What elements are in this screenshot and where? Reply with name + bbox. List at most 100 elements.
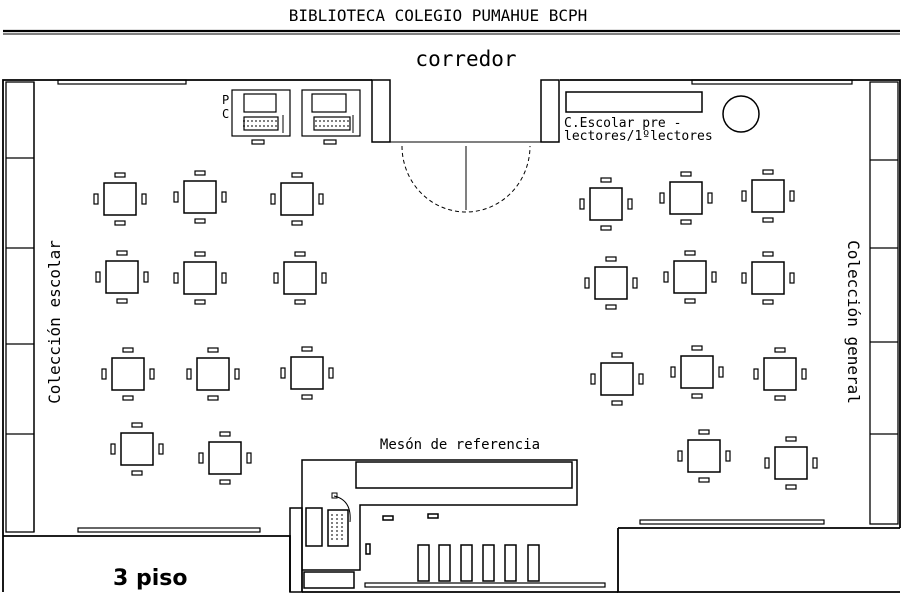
floor-label: 3 piso bbox=[113, 566, 187, 591]
table-top bbox=[290, 356, 324, 390]
chair bbox=[579, 198, 585, 210]
chair bbox=[301, 346, 313, 352]
chair bbox=[718, 366, 724, 378]
chair bbox=[328, 367, 334, 379]
chair bbox=[707, 192, 713, 204]
shelf-left bbox=[5, 81, 35, 533]
chair bbox=[149, 368, 155, 380]
chair bbox=[762, 251, 774, 257]
chair bbox=[173, 191, 179, 203]
chair bbox=[131, 470, 143, 476]
computer-2 bbox=[301, 89, 361, 145]
chair bbox=[789, 190, 795, 202]
pre-readers-label-2: lectores/1ºlectores bbox=[564, 129, 713, 144]
chair bbox=[122, 347, 134, 353]
pc-label: P bbox=[222, 93, 229, 107]
table-top bbox=[196, 357, 230, 391]
chair bbox=[725, 450, 731, 462]
window-bottom-left bbox=[77, 527, 261, 533]
table-top bbox=[763, 357, 797, 391]
table-top bbox=[774, 446, 808, 480]
chair bbox=[114, 172, 126, 178]
table-top bbox=[594, 266, 628, 300]
study-table bbox=[663, 250, 717, 304]
chair bbox=[198, 452, 204, 464]
study-table bbox=[273, 251, 327, 305]
chair bbox=[680, 219, 692, 225]
table-top bbox=[183, 261, 217, 295]
general-collection-label: Colección general bbox=[844, 240, 863, 404]
chair bbox=[698, 477, 710, 483]
school-collection-label: Colección escolar bbox=[45, 240, 64, 404]
window-bottom-right bbox=[639, 519, 825, 525]
table-top bbox=[589, 187, 623, 221]
chair bbox=[318, 193, 324, 205]
chair bbox=[246, 452, 252, 464]
table-top bbox=[600, 362, 634, 396]
table-top bbox=[751, 261, 785, 295]
chair bbox=[301, 394, 313, 400]
chair bbox=[219, 479, 231, 485]
library-title: BIBLIOTECA COLEGIO PUMAHUE BCPH bbox=[289, 6, 588, 25]
study-table bbox=[270, 172, 324, 226]
study-table bbox=[93, 172, 147, 226]
chair bbox=[280, 367, 286, 379]
door-jamb-right bbox=[540, 79, 560, 143]
chair bbox=[774, 347, 786, 353]
chair bbox=[680, 171, 692, 177]
study-table bbox=[95, 250, 149, 304]
chair bbox=[684, 298, 696, 304]
chair bbox=[270, 193, 276, 205]
study-table bbox=[186, 347, 240, 401]
round-table bbox=[722, 95, 760, 133]
study-table bbox=[764, 436, 818, 490]
chair bbox=[663, 271, 669, 283]
chair bbox=[194, 299, 206, 305]
chair bbox=[600, 177, 612, 183]
chair bbox=[600, 225, 612, 231]
door-jamb-left bbox=[371, 79, 391, 143]
table-top bbox=[183, 180, 217, 214]
chair bbox=[627, 198, 633, 210]
chair bbox=[291, 220, 303, 226]
chair bbox=[186, 368, 192, 380]
chair bbox=[116, 250, 128, 256]
chair bbox=[605, 256, 617, 262]
chair bbox=[785, 484, 797, 490]
study-table bbox=[590, 352, 644, 406]
chair bbox=[741, 272, 747, 284]
chair bbox=[611, 352, 623, 358]
chair bbox=[677, 450, 683, 462]
outer-walls bbox=[2, 79, 901, 593]
chair bbox=[143, 271, 149, 283]
computer-1 bbox=[231, 89, 291, 145]
chair bbox=[294, 251, 306, 257]
chair bbox=[764, 457, 770, 469]
table-top bbox=[105, 260, 139, 294]
study-table bbox=[173, 251, 227, 305]
chair bbox=[691, 345, 703, 351]
chair bbox=[605, 304, 617, 310]
chair bbox=[741, 190, 747, 202]
pre-readers-bench bbox=[565, 91, 703, 113]
shelf-right bbox=[869, 81, 899, 525]
chair bbox=[221, 272, 227, 284]
chair bbox=[691, 393, 703, 399]
chair bbox=[122, 395, 134, 401]
chair bbox=[101, 368, 107, 380]
corridor-label: corredor bbox=[415, 47, 516, 71]
chair bbox=[291, 172, 303, 178]
chair bbox=[158, 443, 164, 455]
study-table bbox=[659, 171, 713, 225]
book-carts bbox=[417, 544, 540, 582]
study-tables bbox=[93, 169, 818, 490]
chair bbox=[93, 193, 99, 205]
study-table bbox=[198, 431, 252, 485]
chair bbox=[194, 170, 206, 176]
chair bbox=[638, 373, 644, 385]
table-top bbox=[687, 439, 721, 473]
chair bbox=[273, 272, 279, 284]
study-table bbox=[741, 169, 795, 223]
table-top bbox=[280, 182, 314, 216]
